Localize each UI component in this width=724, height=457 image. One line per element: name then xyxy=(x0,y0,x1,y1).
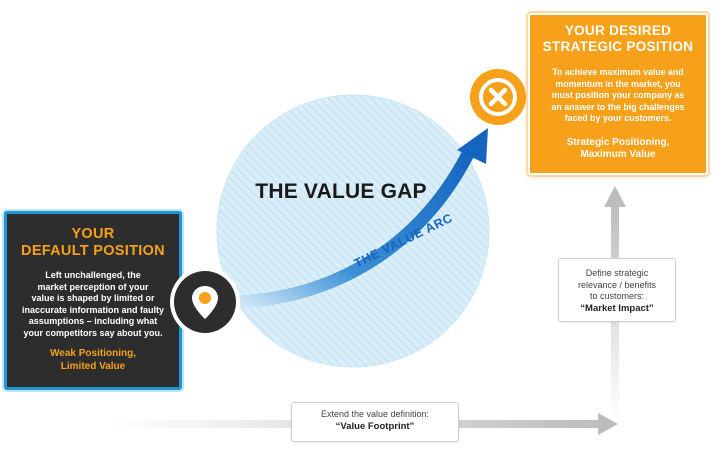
desired-position-description: To achieve maximum value and momentum in… xyxy=(551,67,685,123)
location-pin-icon xyxy=(168,265,242,344)
market-impact-callout: Define strategic relevance / benefits to… xyxy=(558,258,676,322)
value-arc xyxy=(237,128,488,309)
desired-position-summary: Strategic Positioning, Maximum Value xyxy=(566,136,670,161)
desired-position-heading: YOUR DESIRED STRATEGIC POSITION xyxy=(542,23,694,54)
value-gap-circle xyxy=(216,94,490,368)
x-close-icon xyxy=(464,63,532,136)
default-position-box: YOUR DEFAULT POSITION Left unchallenged,… xyxy=(4,211,182,390)
market-impact-term: “Market Impact” xyxy=(580,302,654,314)
value-gap-title: THE VALUE GAP xyxy=(255,180,427,203)
default-position-summary: Weak Positioning, Limited Value xyxy=(50,348,136,372)
desired-position-box: YOUR DESIRED STRATEGIC POSITION To achie… xyxy=(528,13,708,175)
value-footprint-callout: Extend the value definition: “Value Foot… xyxy=(291,402,459,442)
default-position-heading: YOUR DEFAULT POSITION xyxy=(21,226,165,259)
value-footprint-term: “Value Footprint” xyxy=(335,420,415,432)
default-position-description: Left unchallenged, the market perception… xyxy=(21,270,165,338)
